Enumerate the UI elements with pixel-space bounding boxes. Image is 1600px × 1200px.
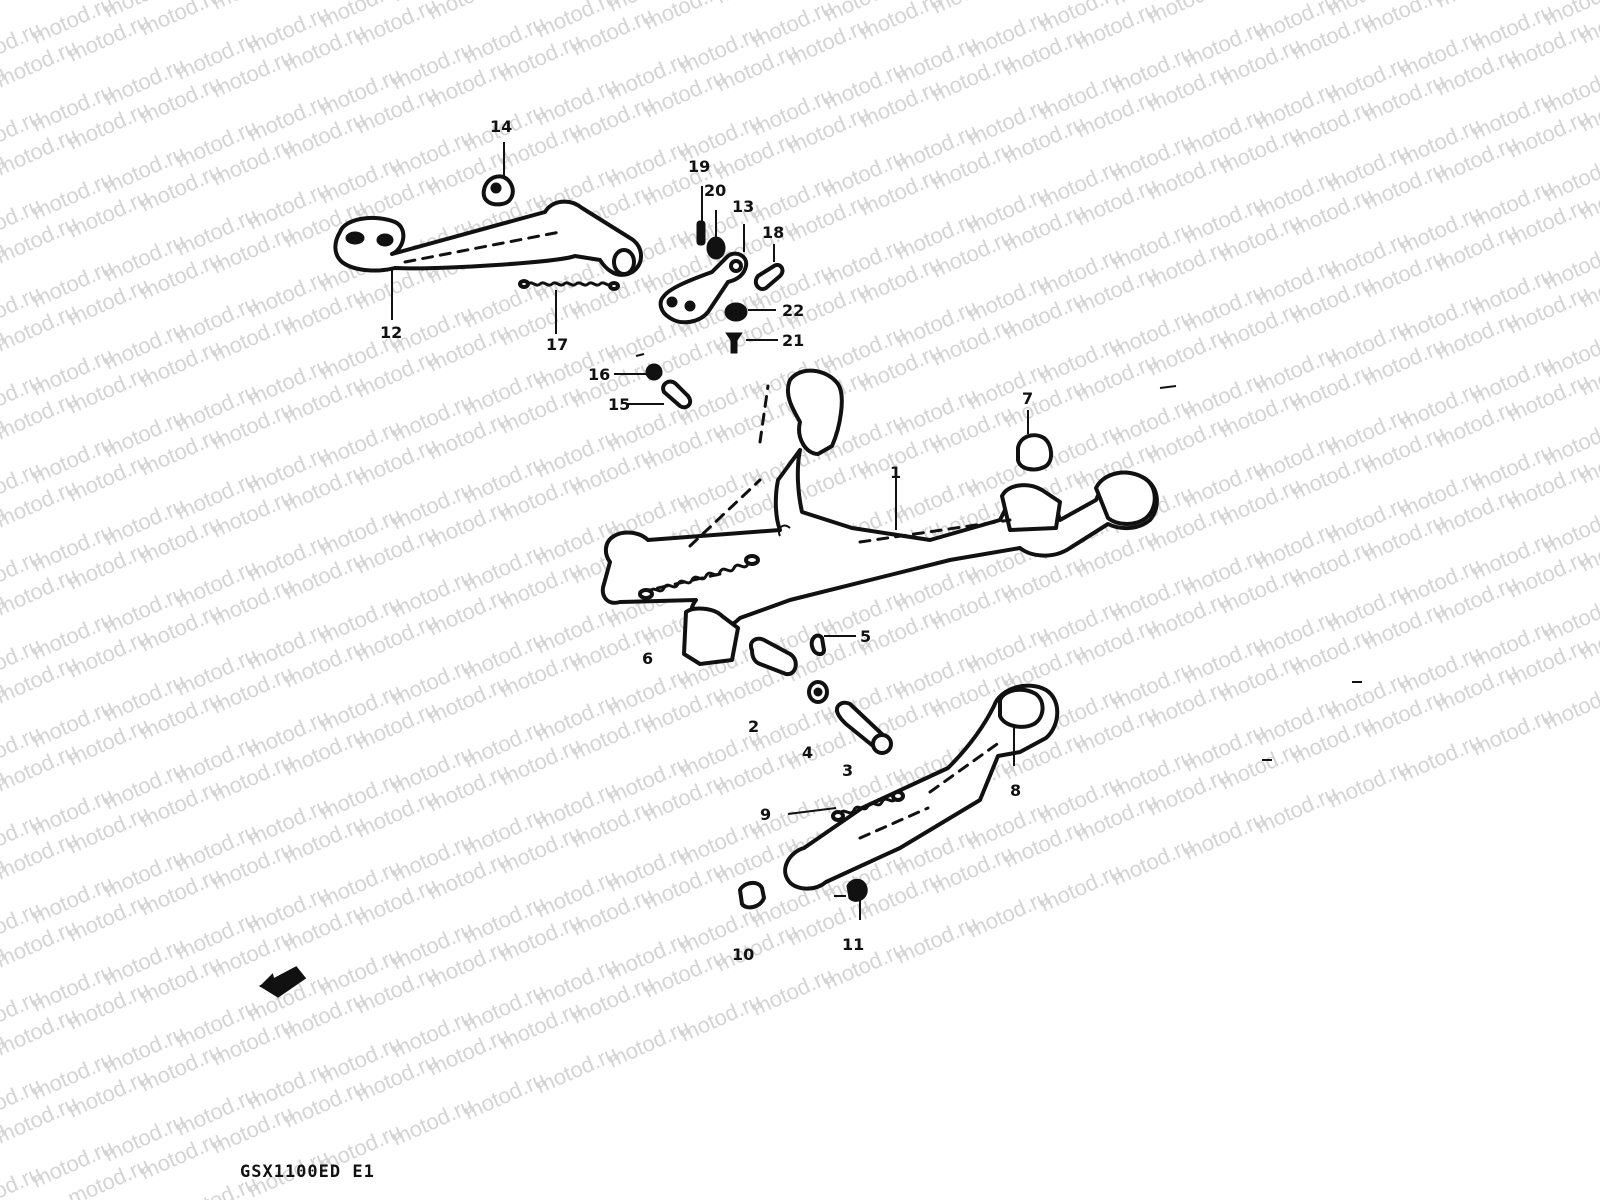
rubber-stopper (1016, 433, 1053, 472)
lever-bolt (661, 379, 693, 410)
stand-washer (807, 680, 829, 704)
lever-rubber-cap (481, 174, 515, 207)
shift-link-arm (658, 251, 749, 325)
watermark-text: motod.ru (1144, 0, 1233, 29)
watermark-text: motod.ru (928, 0, 1017, 19)
cotter-pin (809, 633, 826, 657)
callout-labels: 1 2 3 4 5 6 7 8 9 10 11 12 13 14 15 16 1… (380, 117, 1033, 964)
callout-14: 14 (490, 117, 512, 136)
side-stand (783, 683, 1060, 891)
link-bolt (753, 263, 785, 291)
callout-20: 20 (704, 181, 726, 200)
collar (749, 636, 798, 677)
callout-15: 15 (608, 395, 630, 414)
screw (725, 332, 743, 354)
link-pin (696, 220, 706, 246)
watermark-text: motod.ru (1432, 0, 1521, 13)
gear-shift-lever (333, 199, 643, 277)
return-spring (518, 279, 620, 291)
callout-6: 6 (642, 649, 653, 668)
watermark-text: motod.ru (424, 0, 513, 25)
side-stand-spring (831, 790, 905, 822)
scan-marks (1159, 385, 1362, 761)
callout-9: 9 (760, 805, 771, 824)
watermark-text: motod.ru (208, 0, 297, 15)
clip (635, 353, 663, 381)
callout-2: 2 (748, 717, 759, 736)
front-direction-arrow-icon (258, 966, 307, 998)
washer (724, 302, 748, 322)
watermark-text: motod.ru (0, 0, 81, 5)
callout-5: 5 (860, 627, 871, 646)
callout-3: 3 (842, 761, 853, 780)
callout-19: 19 (688, 157, 710, 176)
callout-1: 1 (890, 463, 901, 482)
leader-lines (391, 142, 1029, 920)
link-nut (706, 236, 726, 260)
watermark-text: motod.ru (712, 0, 801, 9)
watermark-text: motod.ru (1540, 676, 1600, 734)
callout-7: 7 (1022, 389, 1033, 408)
side-stand-nut (846, 878, 868, 902)
callout-8: 8 (1010, 781, 1021, 800)
callout-13: 13 (732, 197, 754, 216)
stand-spring (638, 554, 760, 600)
watermark-text: motod.ru (1360, 0, 1449, 39)
watermark-text: motod.ru (136, 0, 225, 41)
pivot-bolt (835, 700, 893, 755)
watermark-text: motod.ru (640, 0, 729, 35)
watermark-text: motod.ru (1216, 0, 1305, 3)
callout-17: 17 (546, 335, 568, 354)
callout-12: 12 (380, 323, 402, 342)
callout-10: 10 (732, 945, 754, 964)
callout-18: 18 (762, 223, 784, 242)
callout-21: 21 (782, 331, 804, 350)
callout-4: 4 (802, 743, 813, 762)
model-code-label: GSX1100ED E1 (240, 1162, 375, 1182)
callout-11: 11 (842, 935, 864, 954)
callout-16: 16 (588, 365, 610, 384)
callout-22: 22 (782, 301, 804, 320)
center-stand (600, 368, 1159, 666)
side-stand-bolt (738, 881, 766, 910)
